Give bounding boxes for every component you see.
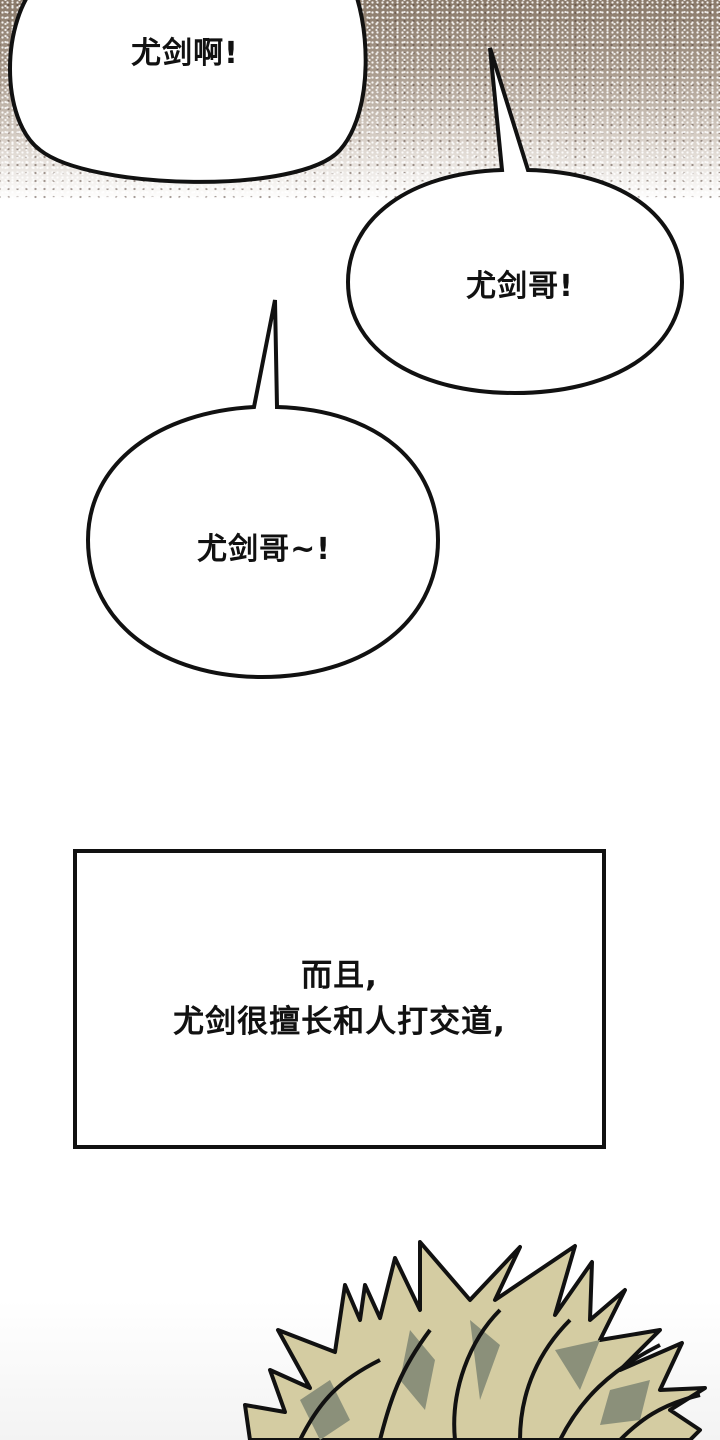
speech-bubble-3 xyxy=(85,299,441,680)
speech-bubble-2 xyxy=(345,47,685,396)
character-hair xyxy=(243,1240,707,1440)
bubble-3-text: 尤剑哥~! xyxy=(197,532,331,567)
speech-bubble-1 xyxy=(8,0,368,184)
bubble-1-text: 尤剑啊! xyxy=(131,36,239,71)
narration-caption-box: 而且, 尤剑很擅长和人打交道, xyxy=(73,849,606,1149)
caption-line-2: 尤剑很擅长和人打交道, xyxy=(173,1004,506,1040)
caption-line-1: 而且, xyxy=(301,958,378,994)
bubble-2-text: 尤剑哥! xyxy=(466,269,574,304)
